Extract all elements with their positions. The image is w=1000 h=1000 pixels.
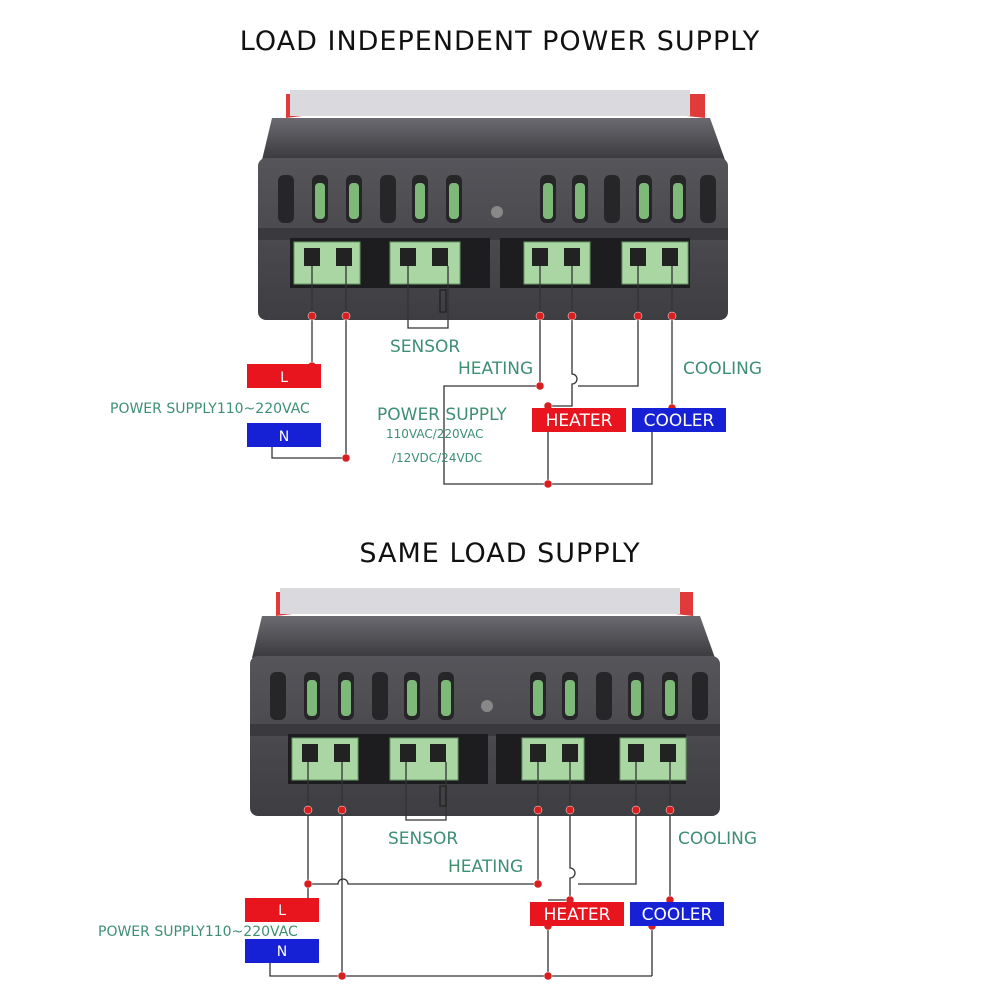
svg-text:COOLER: COOLER — [642, 905, 713, 925]
cooler-1: COOLER — [632, 408, 726, 432]
housing-rail — [250, 724, 720, 736]
svg-text:N: N — [279, 429, 289, 445]
front-panel — [290, 90, 690, 116]
heater-2: HEATER — [530, 902, 624, 926]
center-screw — [491, 206, 503, 218]
center-screw — [481, 700, 493, 712]
power-supply-label-1: POWER SUPPLY110~220VAC — [110, 401, 310, 417]
heating-label-2: HEATING — [448, 857, 523, 877]
terminal-screws — [304, 248, 678, 266]
housing-rail — [258, 228, 728, 240]
front-panel — [280, 588, 680, 614]
housing-top — [262, 118, 725, 160]
svg-text:HEATER: HEATER — [544, 905, 611, 925]
svg-text:L: L — [278, 903, 286, 919]
n-terminal-2: N — [245, 939, 319, 963]
heater-1: HEATER — [532, 408, 626, 432]
diagram-1: L N HEATER COOLER SENSOR HEATING COOLING… — [110, 90, 762, 489]
diagram-2: L N HEATER COOLER SENSOR HEATING COOLING… — [98, 588, 757, 981]
cooler-2: COOLER — [630, 902, 724, 926]
heating-label-1: HEATING — [458, 359, 533, 379]
load-power-supply-label: POWER SUPPLY — [377, 405, 507, 425]
cooling-label-2: COOLING — [678, 829, 757, 849]
power-supply-label-2: POWER SUPPLY110~220VAC — [98, 924, 298, 940]
l-terminal-1: L — [247, 364, 321, 388]
wires-1 — [271, 266, 673, 485]
controller-1 — [258, 90, 728, 320]
svg-text:L: L — [280, 370, 288, 386]
cooling-label-1: COOLING — [683, 359, 762, 379]
wires-2 — [269, 762, 671, 977]
sensor-label-1: SENSOR — [390, 337, 460, 357]
vent-highlights — [307, 680, 675, 716]
wire-junctions-1 — [307, 311, 677, 489]
controller-2 — [250, 588, 720, 816]
load-voltage-line-1: 110VAC/220VAC — [386, 427, 484, 441]
l-terminal-2: L — [245, 898, 319, 922]
vent-highlights — [315, 183, 683, 219]
sensor-label-2: SENSOR — [388, 829, 458, 849]
diagram-1-title: LOAD INDEPENDENT POWER SUPPLY — [239, 26, 761, 57]
housing-top — [252, 616, 715, 658]
n-terminal-1: N — [247, 423, 321, 447]
svg-text:N: N — [277, 944, 287, 960]
terminal-screws — [302, 744, 676, 762]
diagram-2-title: SAME LOAD SUPPLY — [359, 538, 641, 569]
load-voltage-line-2: /12VDC/24VDC — [392, 451, 482, 465]
svg-text:HEATER: HEATER — [546, 411, 613, 431]
svg-text:COOLER: COOLER — [644, 411, 715, 431]
wire-junctions-2 — [303, 805, 675, 981]
